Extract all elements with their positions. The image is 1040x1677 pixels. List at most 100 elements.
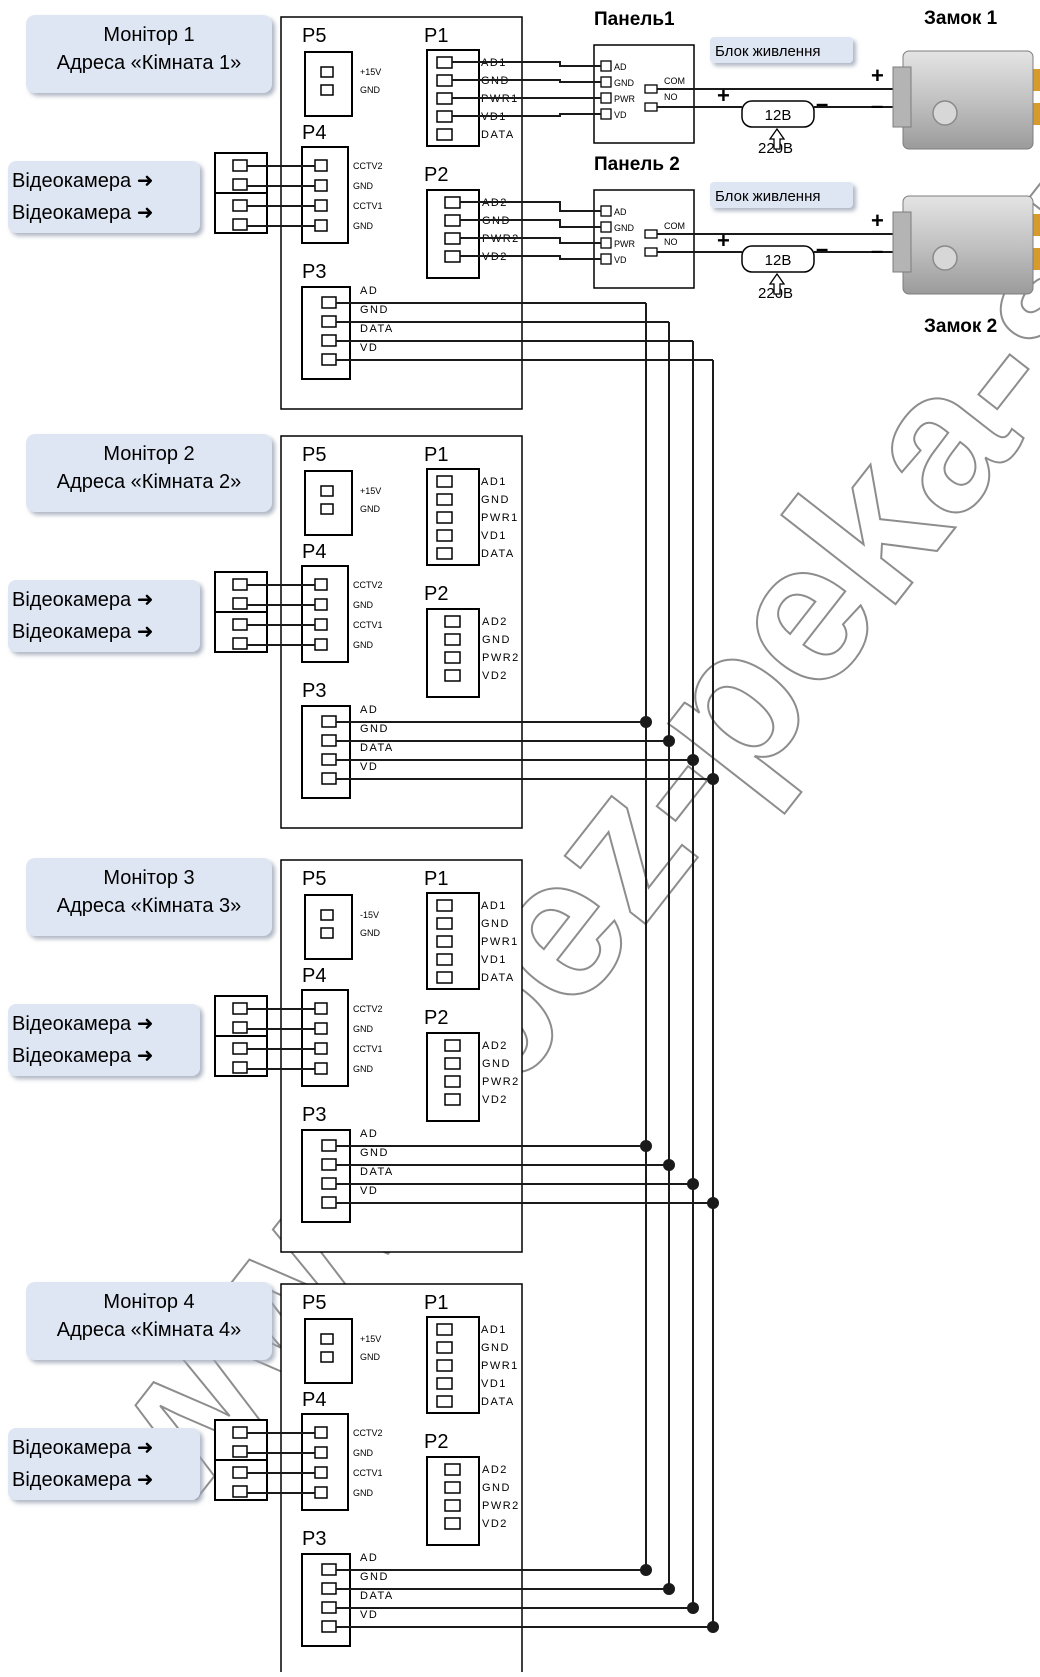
pin-label: DATA (481, 129, 515, 141)
pin (444, 1057, 461, 1070)
port-p5-label: P5 (302, 868, 326, 890)
pin (321, 753, 337, 766)
camera-label-bubble (8, 161, 200, 233)
power-supply-label: Блок живлення (715, 43, 821, 60)
pin-label: AD (360, 1128, 378, 1140)
electric-lock-1 (892, 50, 1040, 150)
polarity-plus: + (717, 228, 730, 253)
pin (314, 159, 328, 172)
port-p3-label: P3 (302, 261, 326, 283)
pin (314, 199, 328, 212)
pin (321, 1582, 337, 1595)
pin (444, 669, 461, 682)
lock-button-icon (932, 245, 958, 271)
port-p3-label: P3 (302, 1528, 326, 1550)
pin-label: CCTV1 (353, 1468, 383, 1478)
pin-label: PWR2 (482, 1500, 520, 1512)
pin-label: GND (360, 304, 389, 316)
pin (320, 1351, 334, 1363)
pin (320, 503, 334, 515)
pin (600, 60, 612, 72)
pin (444, 1093, 461, 1106)
pin (600, 253, 612, 265)
pin (321, 353, 337, 366)
port-p5-label: P5 (302, 25, 326, 47)
pin (320, 1333, 334, 1345)
power-supply-2: Блок живлення12В220В (710, 182, 853, 302)
camera-label-bubble (8, 1428, 200, 1500)
pin (314, 618, 328, 631)
pin (444, 214, 461, 227)
pin-label: GND (481, 1342, 510, 1354)
pin (314, 1446, 328, 1459)
psu-box (741, 100, 815, 128)
pin (436, 493, 453, 506)
pin-label: GND (353, 221, 374, 231)
pin (314, 638, 328, 651)
port-p4-label: P4 (302, 541, 326, 563)
panel-wire (460, 237, 601, 244)
pin-label: CCTV1 (353, 201, 383, 211)
pin (436, 56, 453, 69)
camera-label: Відеокамера ➜ (12, 1469, 153, 1491)
pin-label: DATA (481, 1396, 515, 1408)
pin-label: AD (614, 62, 627, 72)
panel-title: Панель1 (594, 9, 675, 30)
pin (314, 1022, 328, 1035)
pin (444, 250, 461, 263)
pin-label: AD2 (482, 1040, 508, 1052)
lock-body (902, 195, 1034, 295)
pin-label: +15V (360, 486, 381, 496)
pin-label: AD (360, 285, 378, 297)
pin (321, 1139, 337, 1152)
pin (444, 1075, 461, 1088)
monitor-name: Монітор 1 (103, 24, 194, 46)
mains-arrow-icon (768, 127, 786, 150)
pin (314, 1002, 328, 1015)
pin-label: PWR1 (481, 1360, 519, 1372)
pin (436, 92, 453, 105)
pin-label: VD2 (482, 670, 508, 682)
pin (436, 128, 453, 141)
pin-label: GND (482, 634, 511, 646)
camera-label: Відеокамера ➜ (12, 1045, 153, 1067)
monitor-name: Монітор 4 (103, 1291, 194, 1313)
port-p2-label: P2 (424, 583, 448, 605)
port-p5-label: P5 (302, 1292, 326, 1314)
pin-label: VD1 (481, 1378, 507, 1390)
pin (444, 232, 461, 245)
pin-label: GND (353, 640, 374, 650)
pin (600, 76, 612, 88)
pin-label: DATA (360, 1166, 394, 1178)
pin-label: DATA (481, 972, 515, 984)
panel-wire (452, 79, 601, 83)
pin (600, 205, 612, 217)
camera-label: Відеокамера ➜ (12, 170, 153, 192)
pin (436, 74, 453, 87)
monitor-label-bubble (26, 1282, 272, 1360)
pin-label: CCTV1 (353, 1044, 383, 1054)
pin-label: VD2 (482, 1094, 508, 1106)
pin (444, 615, 461, 628)
relay-pin (644, 247, 658, 257)
monitor-label-bubble (26, 434, 272, 512)
pin-label: AD (360, 704, 378, 716)
pin-label: GND (614, 223, 635, 233)
pin (321, 315, 337, 328)
pin-label: GND (360, 723, 389, 735)
pin-label: GND (481, 494, 510, 506)
pin (320, 909, 334, 921)
camera-label-bubble (8, 580, 200, 652)
power-supply-label-bubble (710, 37, 853, 63)
pin (436, 1359, 453, 1372)
pin-label: PWR (614, 94, 635, 104)
lock-2-title: Замок 2 (924, 316, 997, 337)
camera-label: Відеокамера ➜ (12, 589, 153, 611)
psu-box (741, 245, 815, 273)
pin (436, 511, 453, 524)
pin (314, 1042, 328, 1055)
pin (436, 1341, 453, 1354)
lock-button-icon (932, 100, 958, 126)
